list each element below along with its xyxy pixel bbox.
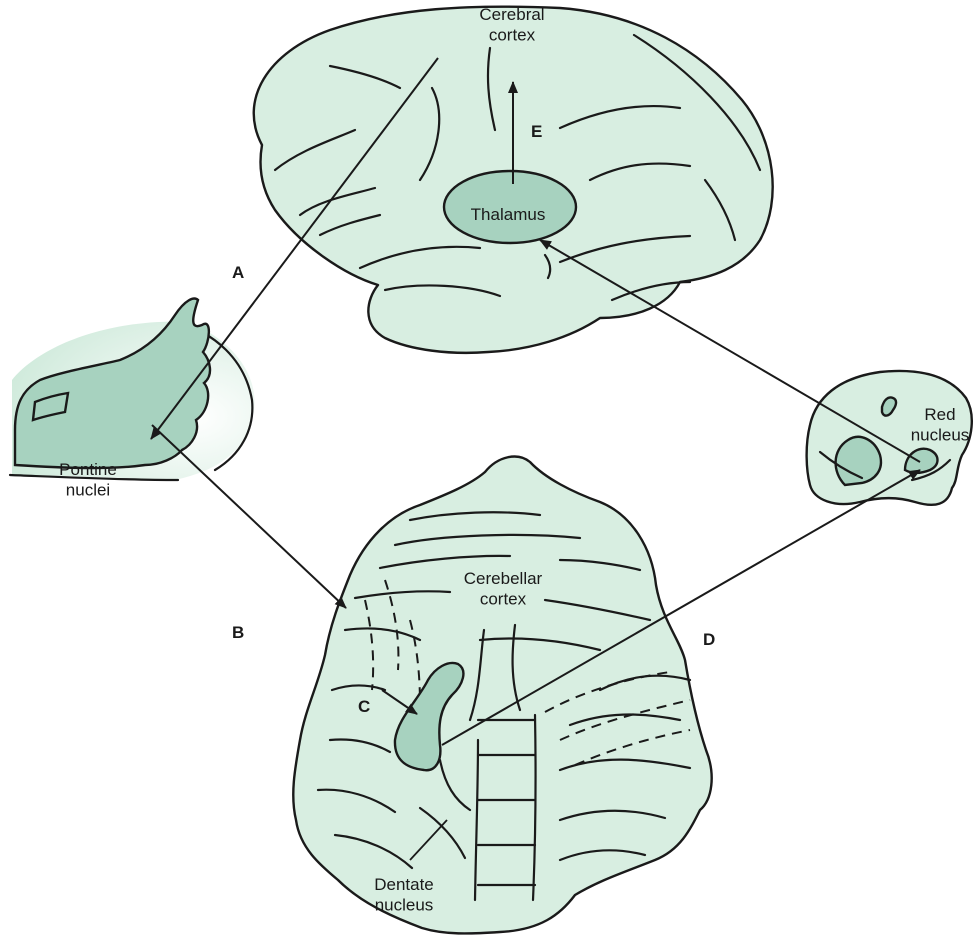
pontine-nuclei — [15, 299, 210, 469]
pons — [10, 299, 255, 480]
label-pathway-c: C — [358, 697, 370, 716]
label-pathway-a: A — [232, 263, 244, 282]
label-pontine-nuclei: Pontinenuclei — [59, 460, 117, 499]
cerebellum-outline — [293, 457, 711, 934]
label-thalamus: Thalamus — [471, 205, 546, 224]
arrow-thalamus-return — [540, 240, 920, 462]
label-cerebral-cortex: Cerebralcortex — [479, 5, 544, 44]
label-pathway-e: E — [531, 122, 542, 141]
label-pathway-d: D — [703, 630, 715, 649]
label-pathway-b: B — [232, 623, 244, 642]
arrow-b — [152, 425, 346, 608]
label-dentate-nucleus: Dentatenucleus — [374, 875, 434, 914]
red-nucleus-left — [836, 437, 881, 485]
cerebellum — [293, 457, 711, 934]
